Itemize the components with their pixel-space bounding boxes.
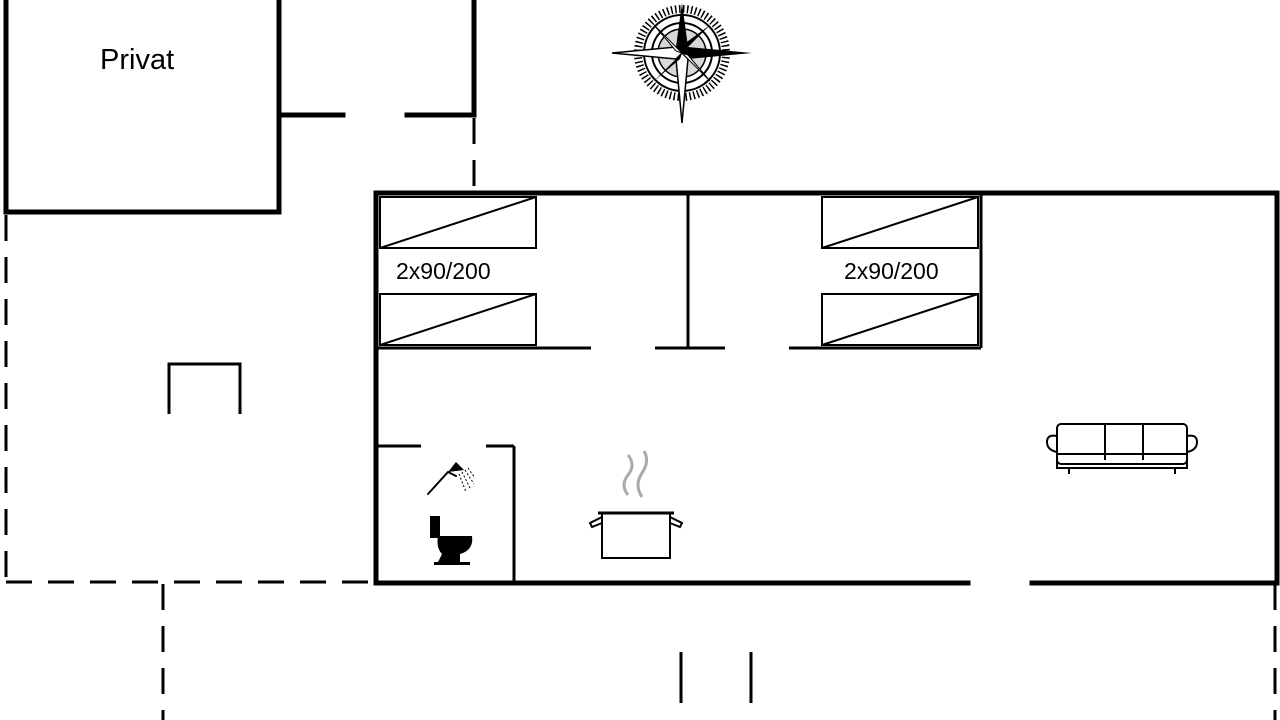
room-label-private: Privat xyxy=(100,44,175,76)
private-annex xyxy=(3,0,477,215)
bed-group-2 xyxy=(821,196,979,346)
sofa-icon xyxy=(1045,423,1199,474)
bed-size-label-1: 2x90/200 xyxy=(396,258,491,284)
compass-rose-icon xyxy=(611,3,752,124)
bed xyxy=(379,293,537,346)
toilet-icon xyxy=(430,516,473,565)
bed-group-1 xyxy=(379,196,537,346)
interior-walls xyxy=(376,193,983,583)
bed xyxy=(379,196,537,249)
outdoor-bench-icon xyxy=(167,362,242,414)
main-house-walls xyxy=(373,190,1280,586)
cooking-pot-icon xyxy=(588,450,684,559)
bed-size-label-2: 2x90/200 xyxy=(844,258,939,284)
bed xyxy=(821,293,979,346)
entrance-steps xyxy=(679,652,753,703)
bed xyxy=(821,196,979,249)
shower-icon xyxy=(427,462,476,495)
terrace-outline xyxy=(4,215,1277,720)
